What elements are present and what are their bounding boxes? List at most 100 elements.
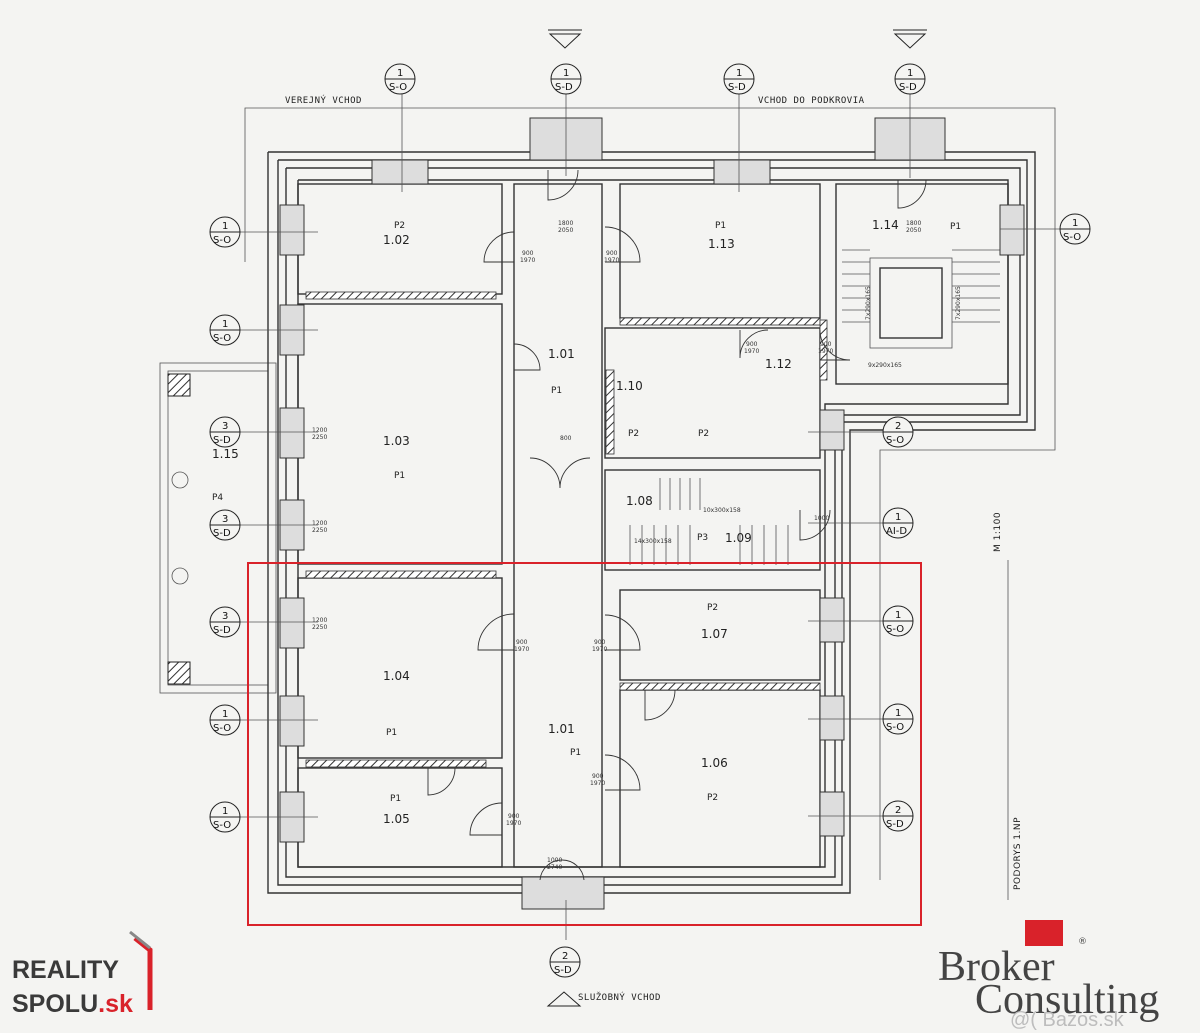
svg-text:900: 900 [508, 813, 520, 820]
svg-text:10x300x158: 10x300x158 [703, 507, 741, 514]
section-markers: 1 S-O 1 S-D 1 S-D 1 S-D 1 S-O 3 S-D [209, 63, 1091, 978]
svg-text:1: 1 [895, 512, 901, 523]
broker-consulting-logo: Broker Consulting ® [938, 920, 1159, 1023]
room-1.08-label: 1.08 [626, 494, 653, 508]
svg-text:1200: 1200 [312, 520, 327, 527]
svg-text:1: 1 [222, 221, 228, 232]
section-marker: 1 S-D [723, 63, 755, 95]
reality-logo-tld: .sk [98, 990, 133, 1018]
svg-text:900: 900 [606, 250, 618, 257]
service-entrance-label: SLUŽOBNÝ VCHOD [578, 991, 661, 1003]
room-1.13-tag: P1 [715, 221, 726, 231]
svg-text:900: 900 [820, 341, 832, 348]
section-marker: 1 S-O [882, 703, 914, 735]
svg-text:S-O: S-O [886, 435, 904, 446]
room-1.14-label: 1.14 [872, 218, 899, 232]
svg-text:1200: 1200 [312, 427, 327, 434]
svg-text:1: 1 [397, 68, 403, 79]
outer-boundary [159, 107, 1056, 880]
svg-text:1800: 1800 [906, 220, 921, 227]
door-swings [427, 169, 927, 881]
svg-text:1: 1 [563, 68, 569, 79]
svg-text:S-D: S-D [213, 625, 231, 636]
broker-logo-line2: Consulting [975, 977, 1159, 1023]
section-marker: 1 S-O [882, 605, 914, 637]
svg-text:2250: 2250 [312, 434, 327, 441]
room-1.01-tag: P1 [551, 386, 562, 396]
svg-text:S-D: S-D [886, 819, 904, 830]
room-1.04-tag: P1 [386, 728, 397, 738]
broker-logo-line1: Broker [938, 944, 1055, 990]
svg-text:2050: 2050 [558, 227, 573, 234]
svg-text:S-D: S-D [554, 965, 572, 976]
svg-text:1970: 1970 [744, 348, 759, 355]
svg-text:S-O: S-O [1063, 232, 1081, 243]
room-1.13-label: 1.13 [708, 237, 735, 251]
room-1.10-label: 1.10 [616, 379, 643, 393]
svg-text:S-O: S-O [389, 82, 407, 93]
reality-spolu-logo: REALITY SPOLU.sk [12, 930, 153, 1018]
section-marker: 1 S-O [1059, 213, 1091, 245]
svg-text:S-D: S-D [555, 82, 573, 93]
room-1.10-tag-a: P2 [628, 429, 639, 439]
building-walls [267, 151, 1036, 894]
svg-text:2: 2 [562, 951, 568, 962]
svg-text:3: 3 [222, 514, 228, 525]
svg-text:1000: 1000 [547, 857, 562, 864]
svg-text:1970: 1970 [514, 646, 529, 653]
section-marker: 2 S-O [882, 416, 914, 448]
svg-text:900: 900 [594, 639, 606, 646]
svg-text:SPOLU.sk: SPOLU.sk [12, 990, 133, 1018]
svg-text:2: 2 [895, 805, 901, 816]
svg-text:2250: 2250 [312, 624, 327, 631]
svg-text:2740: 2740 [547, 864, 562, 871]
svg-text:900: 900 [746, 341, 758, 348]
svg-text:7x290x165: 7x290x165 [955, 286, 962, 320]
svg-text:1970: 1970 [590, 780, 605, 787]
room-1.07-label: 1.07 [701, 627, 728, 641]
annotations: VEREJNÝ VCHOD VCHOD DO PODKROVIA SLUŽOBN… [285, 94, 1023, 1003]
room-1.03-label: 1.03 [383, 434, 410, 448]
svg-text:S-D: S-D [213, 435, 231, 446]
room-1.01b-tag: P1 [570, 748, 581, 758]
section-leaders [240, 94, 1060, 940]
room-1.09-tag: P3 [697, 533, 708, 543]
svg-text:1: 1 [222, 319, 228, 330]
svg-text:1: 1 [1072, 218, 1078, 229]
door-dimensions: 900 1970 900 1970 900 1970 900 1970 900 … [312, 220, 921, 871]
section-marker: 1 S-D [894, 63, 926, 95]
svg-text:3: 3 [222, 611, 228, 622]
svg-text:1970: 1970 [604, 257, 619, 264]
entrance-arrows [546, 29, 927, 1007]
svg-text:1: 1 [907, 68, 913, 79]
room-1.02-tag: P2 [394, 221, 405, 231]
svg-text:1: 1 [895, 708, 901, 719]
svg-text:1800: 1800 [558, 220, 573, 227]
svg-text:S-O: S-O [213, 820, 231, 831]
svg-text:S-O: S-O [886, 624, 904, 635]
svg-text:14x300x158: 14x300x158 [634, 538, 672, 545]
room-1.14-tag: P1 [950, 222, 961, 232]
svg-text:S-D: S-D [899, 82, 917, 93]
room-1.01b-label: 1.01 [548, 722, 575, 736]
svg-text:1200: 1200 [312, 617, 327, 624]
svg-text:1: 1 [895, 610, 901, 621]
hatched-walls [305, 291, 828, 768]
svg-text:900: 900 [516, 639, 528, 646]
room-1.07-tag: P2 [707, 603, 718, 613]
svg-text:1970: 1970 [520, 257, 535, 264]
svg-text:®: ® [1078, 937, 1087, 947]
section-marker: 1 S-O [209, 216, 241, 248]
svg-text:2: 2 [895, 421, 901, 432]
svg-text:900: 900 [592, 773, 604, 780]
room-1.05-label: 1.05 [383, 812, 410, 826]
section-marker: 1 AI-D [882, 507, 914, 539]
svg-text:1970: 1970 [506, 820, 521, 827]
svg-text:AI-D: AI-D [886, 526, 907, 537]
svg-text:S-O: S-O [886, 722, 904, 733]
room-1.15-tag: P4 [212, 493, 223, 503]
room-1.03-tag: P1 [394, 471, 405, 481]
staircase [629, 249, 1000, 565]
svg-text:1: 1 [736, 68, 742, 79]
